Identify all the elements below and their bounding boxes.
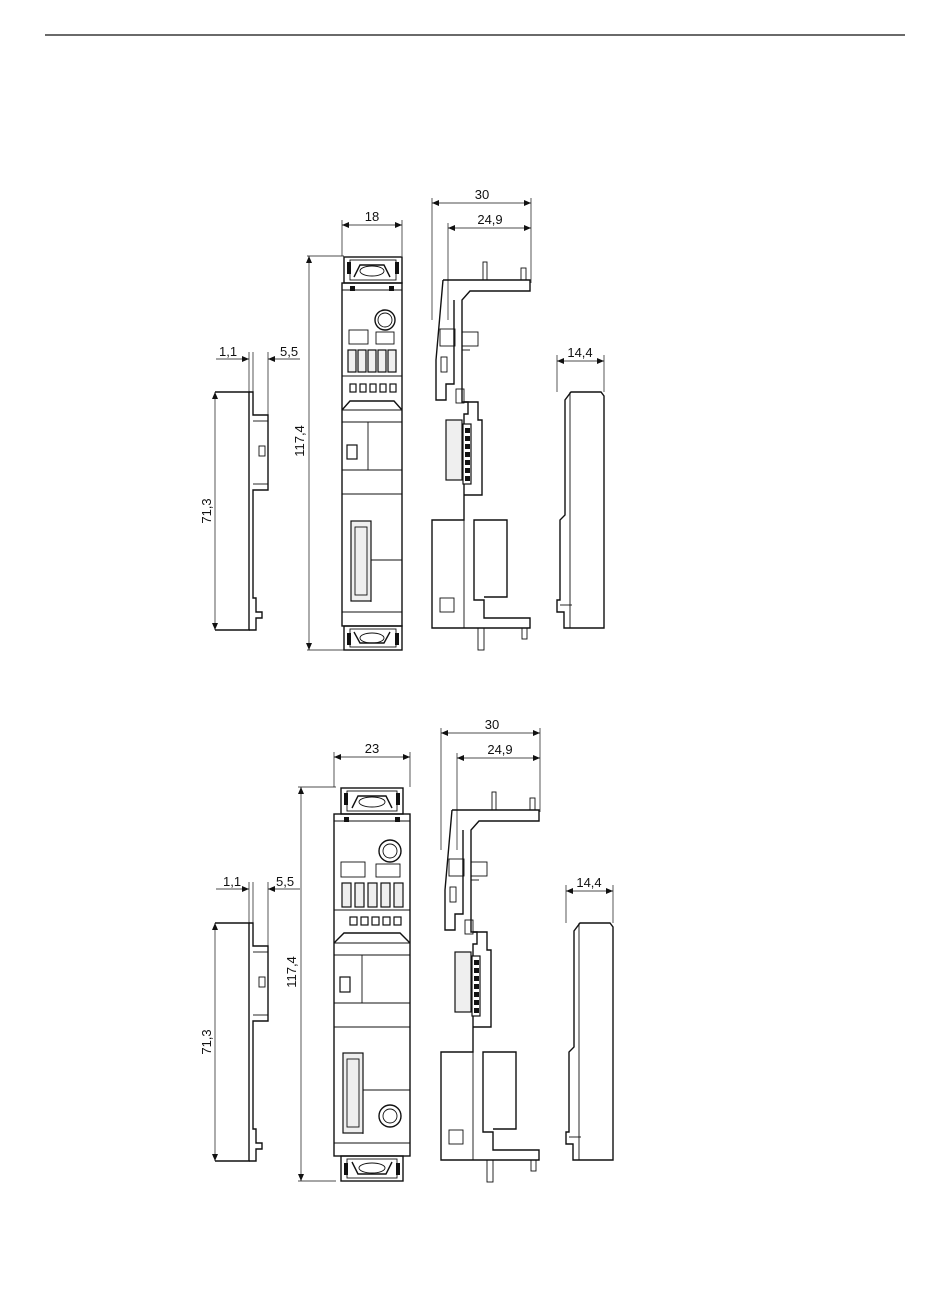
dim-plate-height: 71,3	[199, 392, 215, 630]
label-plate-offset: 5,5	[276, 874, 294, 889]
dim-plate-offset: 5,5	[268, 874, 300, 946]
cover-side-view: 14,4	[557, 345, 604, 628]
label-plate-height: 71,3	[199, 1029, 214, 1054]
label-plate-thickness: 1,1	[223, 874, 241, 889]
plate-side-view	[215, 923, 268, 1161]
label-plate-height: 71,3	[199, 498, 214, 523]
dim-overall-height: 117,4	[292, 256, 344, 650]
label-plate-offset: 5,5	[280, 344, 298, 359]
module-front-view: 18	[342, 209, 402, 650]
label-cover-depth: 14,4	[576, 875, 601, 890]
label-side-depth-total: 30	[485, 717, 499, 732]
label-side-depth-body: 24,9	[487, 742, 512, 757]
plate-side-view	[215, 392, 268, 630]
label-overall-height: 117,4	[284, 956, 299, 988]
dim-plate-thickness: 1,1	[216, 874, 253, 923]
label-side-depth-body: 24,9	[477, 212, 502, 227]
drawing-23mm: 1,1 5,5 71,3 117,4 23	[199, 717, 613, 1182]
label-overall-height: 117,4	[292, 425, 307, 457]
label-plate-thickness: 1,1	[219, 344, 237, 359]
module-side-view: 30 24,9	[432, 187, 531, 650]
dim-overall-height: 117,4	[284, 787, 336, 1181]
cover-side-view: 14,4	[566, 875, 613, 1160]
label-side-depth-total: 30	[475, 187, 489, 202]
label-front-width: 23	[365, 741, 379, 756]
dim-plate-thickness: 1,1	[216, 344, 253, 392]
dim-plate-height: 71,3	[199, 923, 215, 1161]
module-front-view: 23	[334, 741, 410, 1181]
module-side-view: 30 24,9	[441, 717, 540, 1182]
drawing-18mm: 1,1 5,5 71,3 117,4 18	[199, 187, 604, 650]
label-front-width: 18	[365, 209, 379, 224]
label-cover-depth: 14,4	[567, 345, 592, 360]
dim-plate-offset: 5,5	[268, 344, 300, 415]
